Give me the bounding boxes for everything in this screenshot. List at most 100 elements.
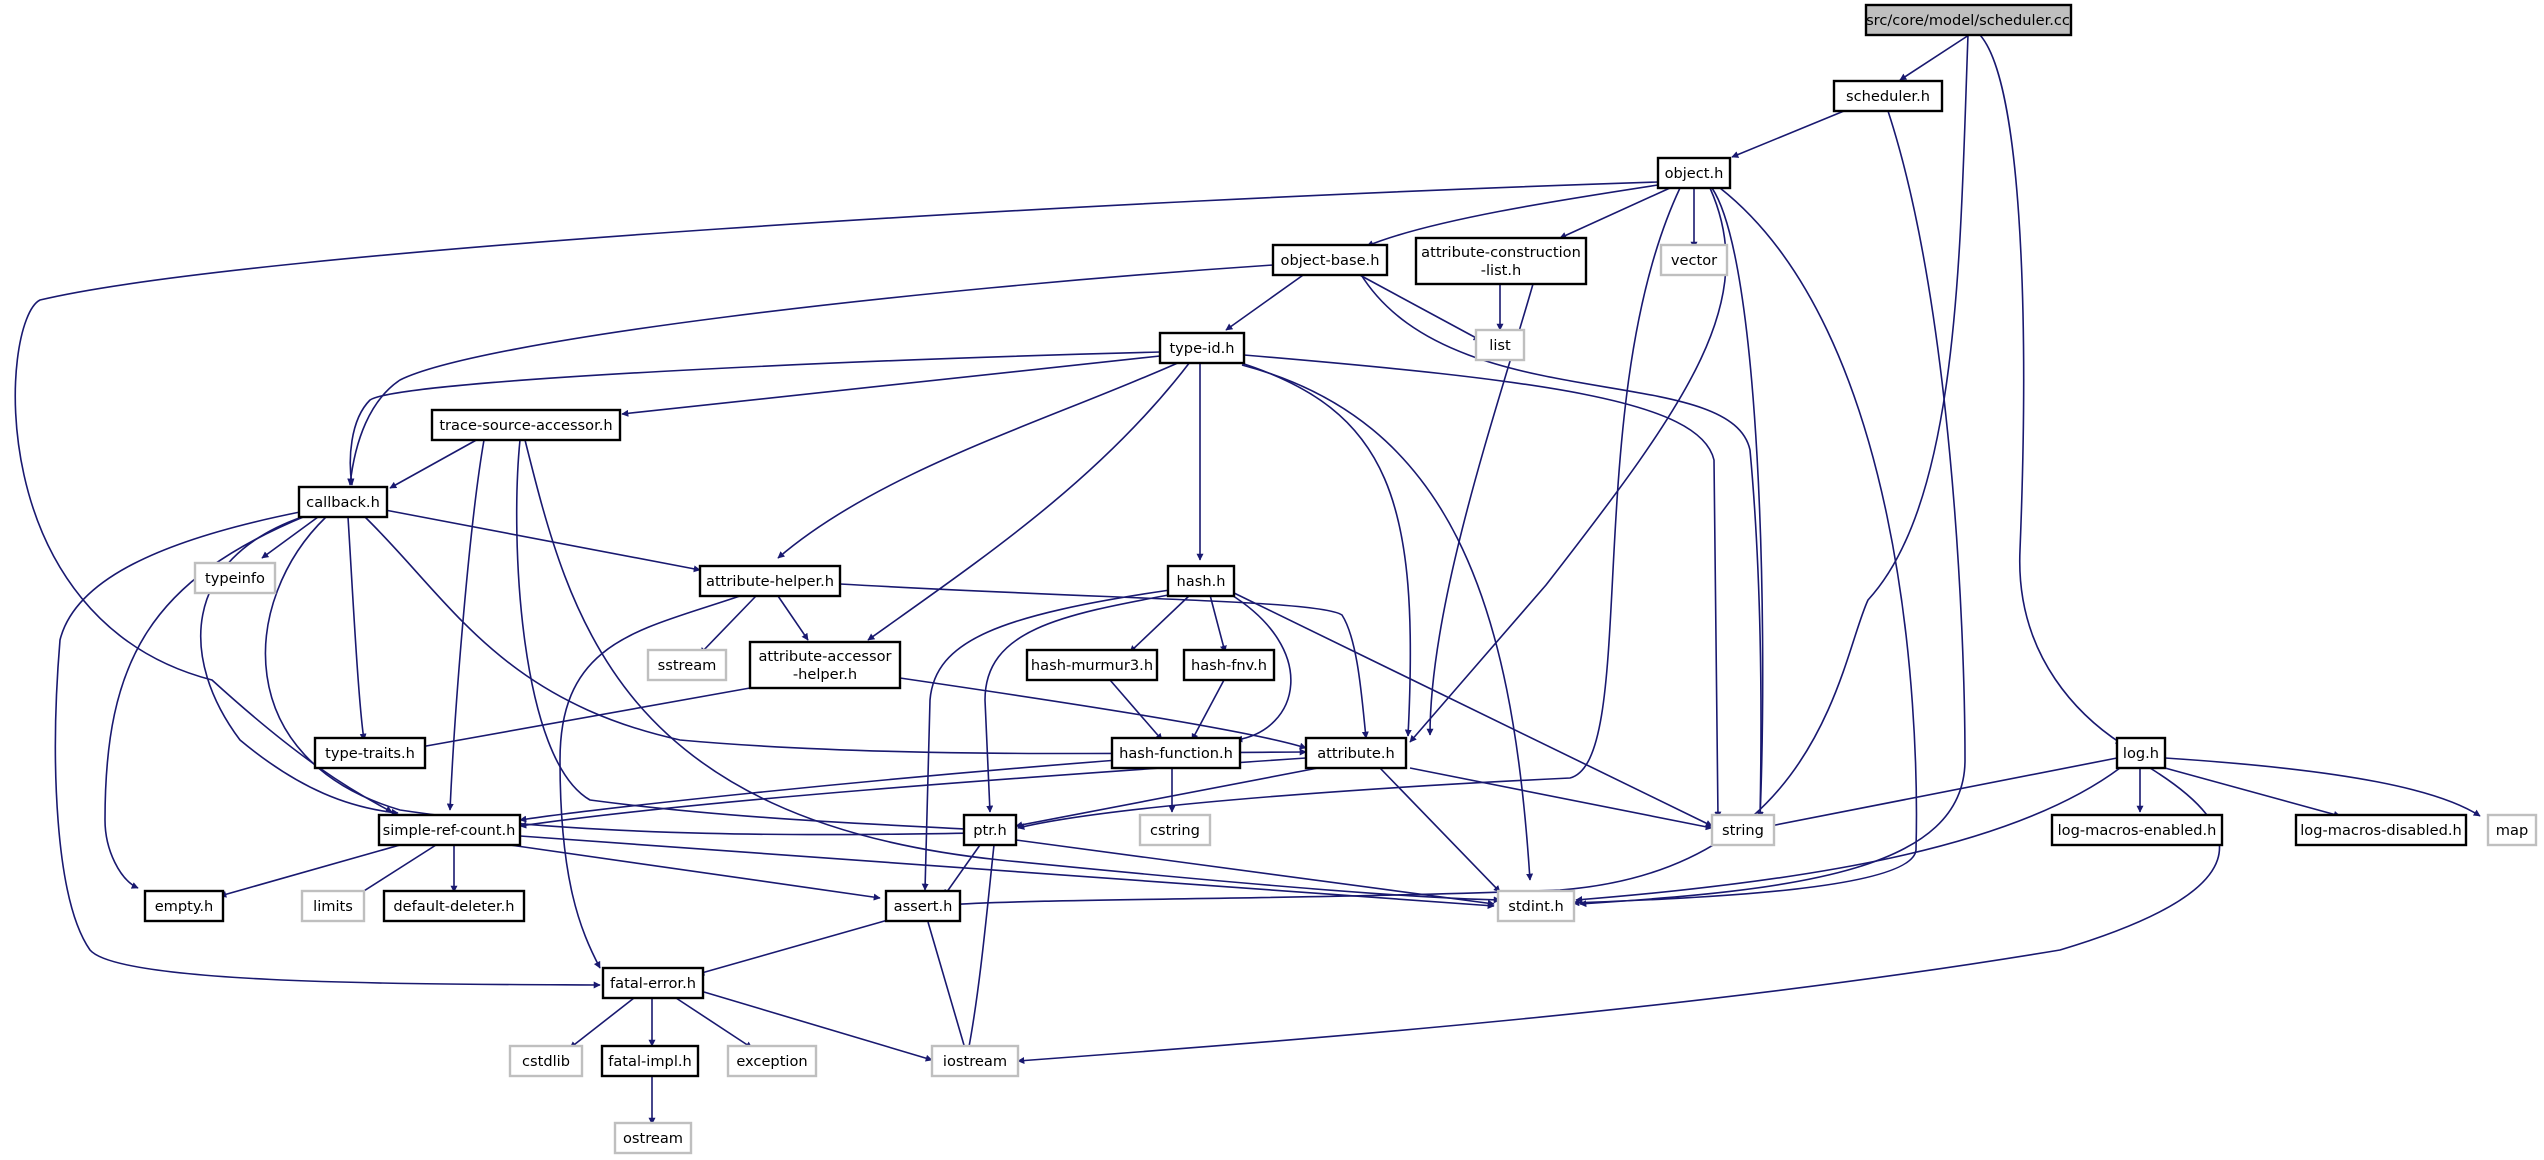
node-scheduler-h[interactable]: scheduler.h (1832, 79, 1944, 113)
node-trace-source-accessor-h[interactable]: trace-source-accessor.h (430, 408, 622, 442)
node-attribute-construction-list-h[interactable]: attribute-construction-list.h (1414, 236, 1588, 286)
node-label: type-traits.h (325, 745, 415, 762)
node-exception[interactable]: exception (726, 1044, 818, 1078)
node-label: callback.h (306, 494, 380, 511)
node-limits[interactable]: limits (300, 889, 366, 923)
node-label: stdint.h (1508, 898, 1564, 915)
node-log-macros-enabled-h[interactable]: log-macros-enabled.h (2050, 813, 2224, 847)
edge-callback-h-to-ptr-h (264, 516, 981, 837)
node-log-macros-disabled-h[interactable]: log-macros-disabled.h (2294, 813, 2468, 847)
edge-object-h-to-simple-ref-count-h (14, 181, 1659, 813)
node-object-base-h[interactable]: object-base.h (1271, 243, 1389, 277)
edge-assert-h-to-iostream (927, 921, 968, 1053)
edge-object-h-to-stdint-h (1572, 187, 1918, 907)
node-label: log.h (2123, 745, 2159, 762)
edge-scheduler-cc-to-log-h (1979, 34, 2123, 745)
edge-scheduler-h-to-object-h (1731, 110, 1845, 158)
edge-hash-h-to-string (1231, 591, 1713, 827)
node-label: hash-fnv.h (1191, 657, 1267, 674)
node-log-h[interactable]: log.h (2115, 736, 2167, 770)
edge-ptr-h-to-stdint-h (1015, 839, 1495, 907)
edge-attribute-helper-h-to-attribute-accessor-helper-h (777, 595, 809, 641)
node-hash-h[interactable]: hash.h (1166, 564, 1236, 598)
node-label: default-deleter.h (393, 898, 514, 915)
node-scheduler-cc[interactable]: src/core/model/scheduler.cc (1864, 3, 2073, 37)
node-stdint-h[interactable]: stdint.h (1496, 889, 1576, 923)
edges-layer (14, 34, 2481, 1125)
node-type-id-h[interactable]: type-id.h (1158, 331, 1246, 365)
edge-log-h-to-stdint-h (1575, 767, 2121, 903)
edge-trace-source-accessor-h-to-ptr-h (515, 439, 983, 834)
edge-fatal-error-h-to-iostream (703, 991, 933, 1062)
node-map[interactable]: map (2486, 813, 2538, 847)
node-cstring[interactable]: cstring (1138, 813, 1212, 847)
edge-scheduler-h-to-stdint-h (1579, 110, 1966, 908)
edge-hash-function-h-to-simple-ref-count-h (519, 759, 1119, 823)
node-empty-h[interactable]: empty.h (143, 889, 225, 923)
node-default-deleter-h[interactable]: default-deleter.h (382, 889, 526, 923)
node-label: log-macros-enabled.h (2058, 822, 2217, 839)
node-ptr-h[interactable]: ptr.h (962, 813, 1018, 847)
edge-simple-ref-count-h-to-assert-h (509, 844, 881, 901)
edge-simple-ref-count-h-to-limits (355, 844, 437, 897)
node-label: limits (313, 898, 353, 915)
node-label: hash-function.h (1119, 745, 1233, 762)
edge-hash-h-to-hash-function-h (1229, 593, 1292, 743)
edge-fatal-error-h-to-exception (675, 997, 753, 1049)
node-callback-h[interactable]: callback.h (297, 485, 389, 519)
node-hash-murmur3-h[interactable]: hash-murmur3.h (1025, 648, 1159, 682)
node-assert-h[interactable]: assert.h (884, 889, 962, 923)
edge-fatal-error-h-to-cstdlib (569, 997, 635, 1049)
node-attribute-h[interactable]: attribute.h (1304, 736, 1408, 770)
node-string[interactable]: string (1710, 813, 1776, 847)
node-label: empty.h (155, 898, 214, 915)
edge-assert-h-to-fatal-error-h (697, 919, 889, 976)
node-label: map (2496, 822, 2528, 839)
node-cstdlib[interactable]: cstdlib (508, 1044, 584, 1078)
edge-object-base-h-to-type-id-h (1225, 272, 1307, 331)
node-label: attribute.h (1317, 745, 1395, 762)
node-label: vector (1671, 252, 1717, 269)
node-ostream[interactable]: ostream (613, 1121, 693, 1155)
node-fatal-impl-h[interactable]: fatal-impl.h (600, 1044, 700, 1078)
node-type-traits-h[interactable]: type-traits.h (313, 736, 427, 770)
edge-type-id-h-to-string (1243, 354, 1722, 819)
edge-callback-h-to-typeinfo (261, 516, 319, 559)
node-label: object.h (1665, 165, 1724, 182)
edge-trace-source-accessor-h-to-callback-h (389, 437, 481, 489)
edge-type-id-h-to-trace-source-accessor-h (621, 355, 1161, 417)
edge-type-id-h-to-attribute-h (1237, 361, 1412, 737)
node-label: src/core/model/scheduler.cc (1866, 12, 2070, 29)
node-list[interactable]: list (1474, 328, 1526, 362)
edge-scheduler-cc-to-assert-h (943, 34, 1969, 909)
edge-object-h-to-attr-construction-list-h (1559, 187, 1671, 239)
node-label: iostream (943, 1053, 1007, 1070)
node-label: scheduler.h (1846, 88, 1930, 105)
node-attribute-accessor-helper-h[interactable]: attribute-accessor-helper.h (748, 640, 902, 690)
edge-object-h-to-object-base-h (1366, 184, 1659, 247)
edge-object-base-h-to-callback-h (347, 264, 1274, 486)
node-fatal-error-h[interactable]: fatal-error.h (601, 966, 705, 1000)
node-attribute-helper-h[interactable]: attribute-helper.h (698, 564, 842, 598)
edge-ptr-h-to-assert-h (943, 844, 981, 897)
node-vector[interactable]: vector (1659, 243, 1729, 277)
node-object-h[interactable]: object.h (1656, 156, 1732, 190)
node-typeinfo[interactable]: typeinfo (193, 561, 277, 595)
edge-hash-h-to-assert-h (921, 589, 1171, 891)
edge-object-h-to-string (1711, 187, 1764, 819)
node-simple-ref-count-h[interactable]: simple-ref-count.h (377, 813, 522, 847)
node-label: attribute-accessor (758, 648, 891, 665)
edge-log-h-to-log-macros-disabled-h (2164, 767, 2341, 818)
node-label: ptr.h (973, 822, 1007, 839)
node-sstream[interactable]: sstream (646, 648, 728, 682)
node-hash-function-h[interactable]: hash-function.h (1110, 736, 1242, 770)
node-label: fatal-error.h (610, 975, 696, 992)
edge-hash-fnv-h-to-hash-function-h (1191, 679, 1225, 741)
node-hash-fnv-h[interactable]: hash-fnv.h (1182, 648, 1276, 682)
node-label: list (1489, 337, 1511, 354)
node-iostream[interactable]: iostream (930, 1044, 1020, 1078)
edge-type-id-h-to-callback-h (347, 351, 1161, 486)
node-label: cstdlib (522, 1053, 570, 1070)
node-label: hash.h (1177, 573, 1226, 590)
edge-object-h-to-attribute-h (1409, 187, 1727, 743)
